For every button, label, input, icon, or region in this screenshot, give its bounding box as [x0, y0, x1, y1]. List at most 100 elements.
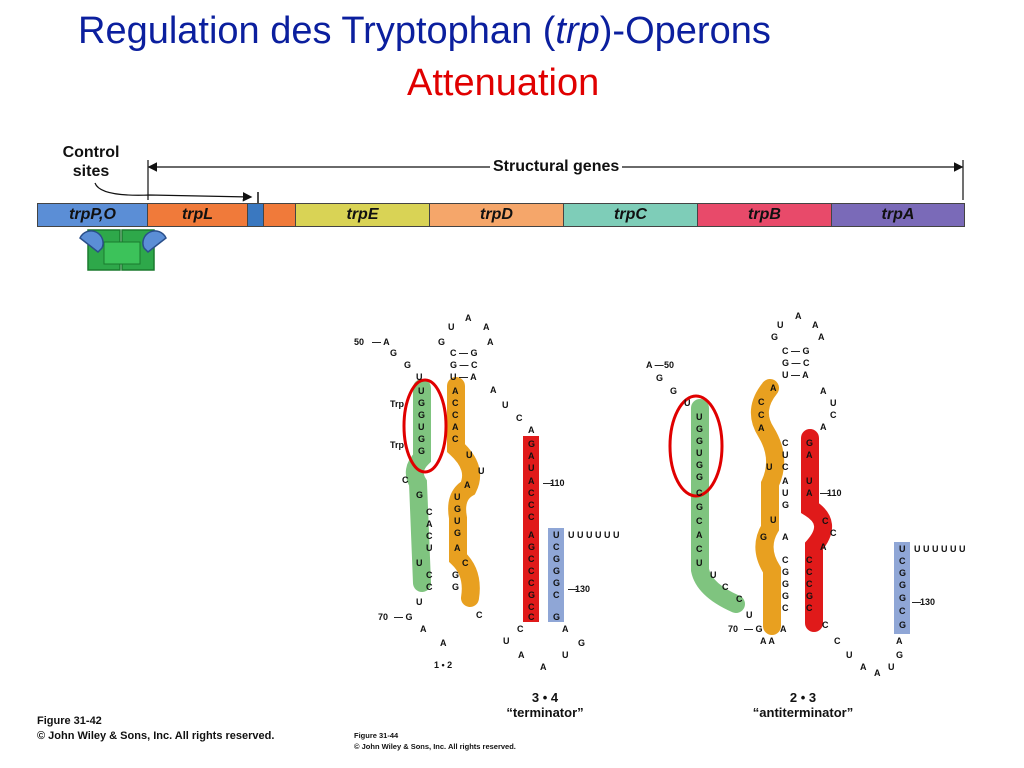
svg-text:G: G: [782, 500, 789, 510]
svg-text:110: 110: [550, 478, 565, 488]
svg-text:A: A: [820, 542, 827, 552]
svg-text:U: U: [418, 386, 425, 396]
svg-text:G: G: [670, 386, 677, 396]
svg-text:U: U: [696, 448, 703, 458]
svg-text:C: C: [758, 397, 765, 407]
svg-text:G: G: [696, 472, 703, 482]
svg-text:U U U U U U: U U U U U U: [568, 530, 620, 540]
svg-text:—: —: [912, 597, 921, 607]
trp-operon-bar: trpP,O trpL trpE trpD trpC trpB trpA: [37, 203, 965, 227]
svg-text:U: U: [426, 543, 433, 553]
svg-text:C: C: [782, 603, 789, 613]
svg-text:A: A: [860, 662, 867, 672]
svg-text:G: G: [782, 579, 789, 589]
svg-text:U: U: [416, 372, 423, 382]
svg-text:C: C: [830, 410, 837, 420]
svg-text:A: A: [782, 532, 789, 542]
svg-text:G: G: [418, 446, 425, 456]
svg-text:C: C: [426, 507, 433, 517]
svg-text:G: G: [553, 578, 560, 588]
gene-trpE: trpE: [296, 204, 430, 226]
svg-text:130: 130: [920, 597, 935, 607]
svg-text:— G: — G: [744, 624, 763, 634]
svg-text:U: U: [503, 636, 510, 646]
svg-text:C: C: [722, 582, 729, 592]
svg-text:A A: A A: [760, 636, 775, 646]
svg-text:C: C: [736, 594, 743, 604]
svg-text:U: U: [806, 476, 813, 486]
svg-text:G: G: [438, 337, 445, 347]
svg-text:A: A: [420, 624, 427, 634]
repressor-protein-icon: [79, 229, 167, 271]
svg-text:A: A: [770, 383, 777, 393]
svg-text:1 • 2: 1 • 2: [434, 660, 452, 670]
svg-text:A: A: [896, 636, 903, 646]
svg-text:A: A: [780, 624, 787, 634]
svg-text:C: C: [426, 582, 433, 592]
svg-text:C: C: [696, 516, 703, 526]
svg-text:A: A: [758, 423, 765, 433]
svg-text:G: G: [696, 436, 703, 446]
svg-text:C: C: [528, 512, 535, 522]
svg-text:U: U: [746, 610, 753, 620]
svg-text:A: A: [806, 450, 813, 460]
svg-text:C: C: [899, 606, 906, 616]
svg-text:U: U: [454, 492, 461, 502]
svg-text:C: C: [516, 413, 523, 423]
svg-text:U U U U U U: U U U U U U: [914, 544, 966, 554]
svg-text:A: A: [812, 320, 819, 330]
svg-text:U: U: [684, 398, 691, 408]
svg-text:C: C: [528, 500, 535, 510]
svg-text:U: U: [888, 662, 895, 672]
svg-text:Trp: Trp: [390, 399, 405, 409]
trp-codon-highlight: [402, 378, 448, 474]
svg-text:C — G: C — G: [450, 348, 478, 358]
svg-text:C: C: [528, 602, 535, 612]
svg-text:G: G: [578, 638, 585, 648]
svg-text:A: A: [465, 313, 472, 323]
svg-text:A: A: [795, 311, 802, 321]
svg-text:A: A: [483, 322, 490, 332]
svg-text:U: U: [502, 400, 509, 410]
svg-text:C: C: [517, 624, 524, 634]
svg-text:G: G: [418, 410, 425, 420]
svg-text:70: 70: [378, 612, 388, 622]
svg-text:A: A: [806, 488, 813, 498]
svg-text:G — C: G — C: [450, 360, 478, 370]
svg-text:U: U: [770, 515, 777, 525]
svg-text:U: U: [782, 450, 789, 460]
svg-text:U: U: [710, 570, 717, 580]
svg-text:A: A: [454, 543, 461, 553]
svg-text:70: 70: [728, 624, 738, 634]
svg-text:A: A: [528, 476, 535, 486]
gene-trpB: trpB: [698, 204, 832, 226]
svg-text:G: G: [696, 502, 703, 512]
svg-text:C: C: [696, 488, 703, 498]
structural-genes-label: Structural genes: [490, 158, 623, 176]
svg-text:C: C: [528, 566, 535, 576]
svg-text:130: 130: [575, 584, 590, 594]
svg-text:—: —: [568, 584, 577, 594]
svg-text:A: A: [820, 386, 827, 396]
svg-text:U: U: [696, 412, 703, 422]
gene-trpC: trpC: [564, 204, 698, 226]
svg-text:C: C: [452, 410, 459, 420]
svg-text:C: C: [426, 570, 433, 580]
svg-text:G: G: [452, 582, 459, 592]
svg-text:U: U: [478, 466, 485, 476]
svg-text:U: U: [562, 650, 569, 660]
svg-text:— G: — G: [394, 612, 413, 622]
gene-trpPO: trpP,O: [38, 204, 148, 226]
svg-text:C: C: [830, 528, 837, 538]
svg-text:C: C: [782, 555, 789, 565]
svg-text:A: A: [528, 530, 535, 540]
svg-text:C: C: [806, 579, 813, 589]
svg-text:A: A: [818, 332, 825, 342]
svg-text:C: C: [822, 516, 829, 526]
gene-trpA: trpA: [832, 204, 964, 226]
svg-text:C: C: [782, 438, 789, 448]
svg-text:G: G: [528, 590, 535, 600]
svg-text:A: A: [540, 662, 547, 672]
